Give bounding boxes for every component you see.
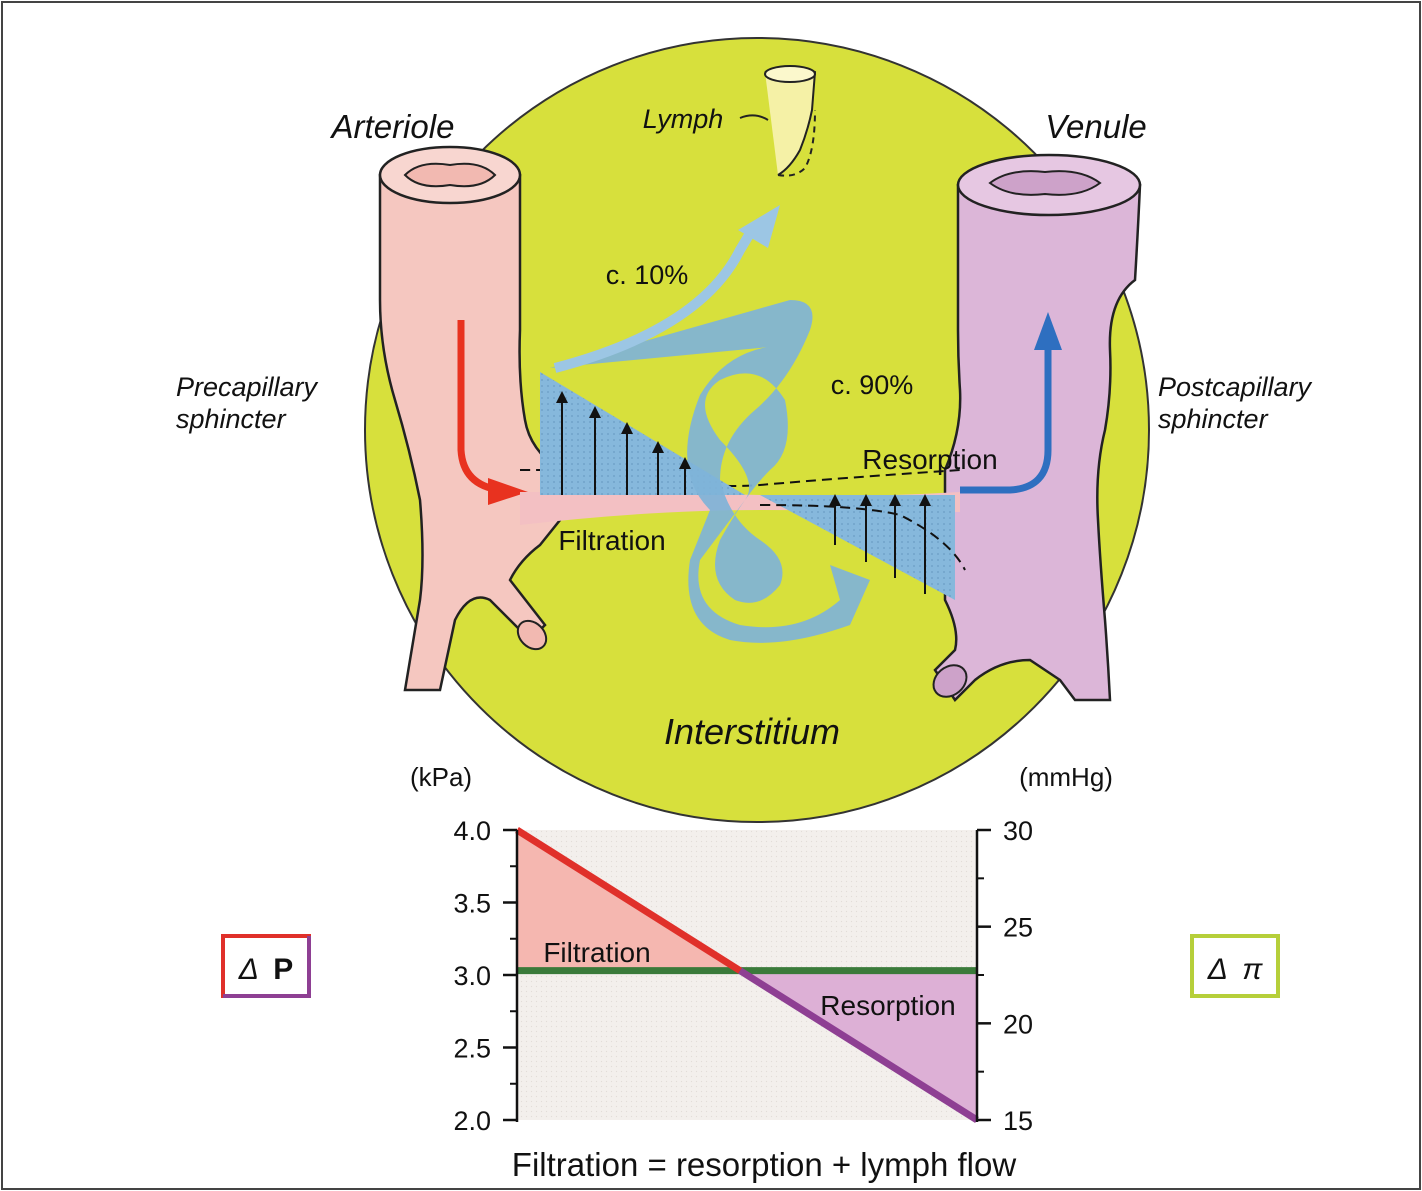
venous-share-label: c. 90% <box>831 370 914 400</box>
right-tick-label: 30 <box>1003 816 1033 846</box>
delta-pi-symbol: Δ <box>1207 953 1228 986</box>
delta-p-symbol: Δ <box>238 953 259 986</box>
right-tick-label: 20 <box>1003 1009 1033 1039</box>
left-tick-label: 3.0 <box>453 961 491 991</box>
right-tick-label: 15 <box>1003 1106 1033 1136</box>
delta-pi-legend: Δ π <box>1192 936 1278 996</box>
postcapillary-line1: Postcapillary <box>1158 372 1313 402</box>
chart-filtration-label: Filtration <box>543 937 650 968</box>
svg-text:Δ π: Δ π <box>1207 953 1263 986</box>
right-tick-label: 25 <box>1003 913 1033 943</box>
interstitium-label: Interstitium <box>664 711 840 752</box>
delta-p-legend: Δ P <box>223 936 309 996</box>
venule-label: Venule <box>1045 108 1147 145</box>
postcapillary-line2: sphincter <box>1158 404 1269 434</box>
chart-caption: Filtration = resorption + lymph flow <box>512 1146 1017 1183</box>
lymph-label: Lymph <box>643 104 724 134</box>
left-tick-label: 2.0 <box>453 1106 491 1136</box>
filtration-label: Filtration <box>558 525 665 556</box>
left-tick-label: 4.0 <box>453 816 491 846</box>
left-tick-label: 2.5 <box>453 1034 491 1064</box>
precapillary-line2: sphincter <box>176 404 287 434</box>
left-axis-unit: (kPa) <box>410 762 472 792</box>
arteriole-label: Arteriole <box>330 108 455 145</box>
resorption-label: Resorption <box>862 444 997 475</box>
precapillary-line1: Precapillary <box>176 372 319 402</box>
left-tick-label: 3.5 <box>453 889 491 919</box>
delta-p-letter: P <box>273 953 293 986</box>
right-axis-unit: (mmHg) <box>1019 762 1113 792</box>
lymph-share-label: c. 10% <box>606 260 689 290</box>
chart-resorption-label: Resorption <box>820 990 955 1021</box>
svg-text:Δ P: Δ P <box>238 953 294 986</box>
delta-pi-letter: π <box>1242 953 1263 986</box>
